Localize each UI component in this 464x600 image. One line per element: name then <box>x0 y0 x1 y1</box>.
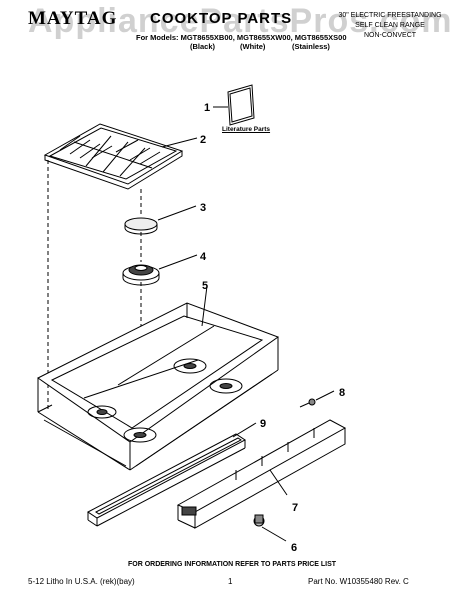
burner-cap <box>124 217 158 235</box>
burner-head <box>122 264 160 286</box>
description-line: NON-CONVECT <box>363 32 417 39</box>
callout-6: 6 <box>291 542 297 554</box>
leader-line-9 <box>232 422 257 438</box>
leader-line-7 <box>269 469 288 496</box>
part-number: Part No. W10355480 Rev. C <box>308 577 409 586</box>
leader-line-2 <box>161 137 198 148</box>
callout-4: 4 <box>200 251 207 263</box>
control-knob <box>253 514 265 527</box>
leader-line-4 <box>158 254 198 270</box>
burner-grate <box>43 123 184 190</box>
litho-info: 5-12 Litho In U.S.A. (rek)(bay) <box>28 577 135 586</box>
callout-1: 1 <box>204 102 210 114</box>
callout-3: 3 <box>200 202 206 214</box>
control-panel <box>176 419 347 529</box>
description-line: 30" ELECTRIC FREESTANDING <box>338 12 442 19</box>
leader-line-3 <box>157 205 197 221</box>
leader-line-6 <box>261 526 287 542</box>
callout-8: 8 <box>339 387 345 399</box>
callout-9: 9 <box>260 418 266 430</box>
cooktop-panel <box>37 302 280 471</box>
page-title: COOKTOP PARTS <box>150 10 293 27</box>
leader-line-8 <box>315 390 335 401</box>
callout-7: 7 <box>292 502 298 514</box>
screw <box>299 398 316 408</box>
model-color-stainless: (Stainless) <box>292 42 330 51</box>
description-line: SELF CLEAN RANGE <box>355 22 425 29</box>
page-number: 1 <box>228 577 233 586</box>
model-color-black: (Black) <box>190 42 216 51</box>
ordering-note: FOR ORDERING INFORMATION REFER TO PARTS … <box>127 561 337 568</box>
literature-booklet <box>227 84 255 126</box>
callout-2: 2 <box>200 134 206 146</box>
model-color-white: (White) <box>240 42 266 51</box>
callout-5: 5 <box>202 280 208 292</box>
range-description: 30" ELECTRIC FREESTANDING SELF CLEAN RAN… <box>335 11 445 41</box>
models-line: For Models: MGT8655XB00, MGT8655XW00, MG… <box>136 33 347 42</box>
lower-trim <box>87 433 246 527</box>
leader-line-5 <box>201 285 208 327</box>
watermark: AppliancePartsPros.com <box>28 2 453 40</box>
brand-logo: MAYTAG <box>28 8 118 29</box>
literature-parts-label: Literature Parts <box>222 126 271 133</box>
